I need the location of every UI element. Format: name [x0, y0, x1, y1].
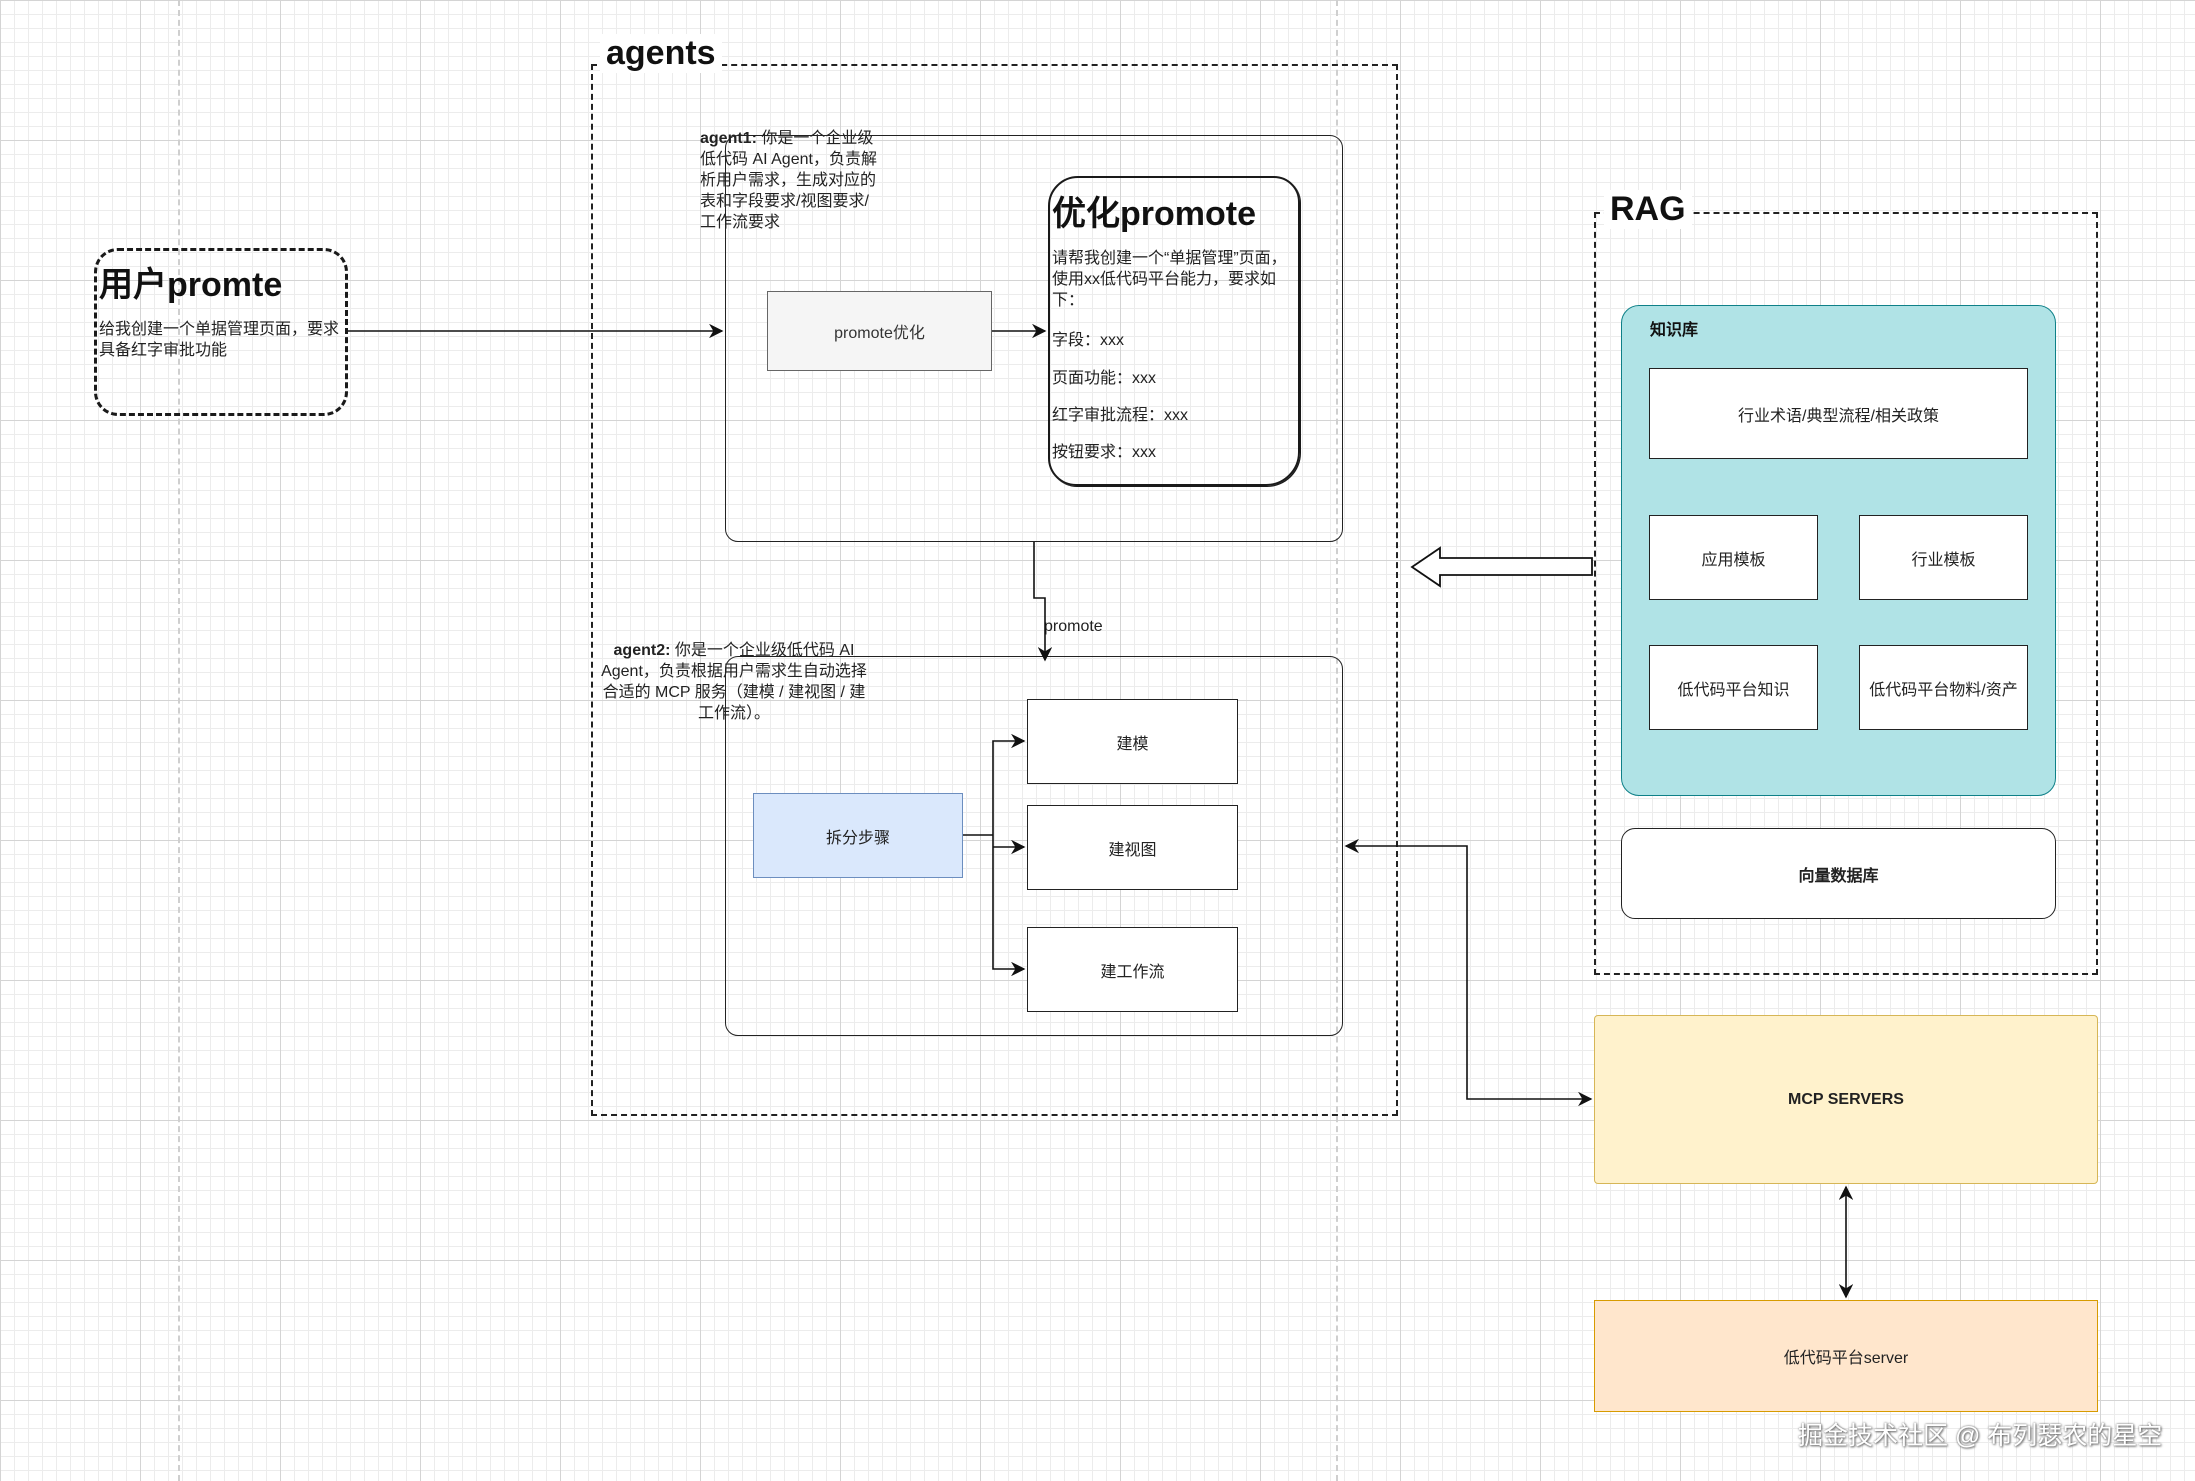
agent2-desc-text: 你是一个企业级低代码 AI Agent，负责根据用户需求生自动选择合适的 MCP… — [601, 642, 867, 722]
kb-app-template-box[interactable]: 应用模板 — [1649, 515, 1818, 600]
optimized-prompt-fields: 字段：xxx — [1052, 332, 1125, 349]
step-modeling-box[interactable]: 建模 — [1027, 699, 1238, 784]
agents-group-title: agents — [600, 34, 722, 73]
agent2-panel[interactable] — [725, 656, 1343, 1036]
rag-group — [1594, 212, 2098, 975]
agents-group — [591, 64, 1398, 1116]
agent1-desc-text: 你是一个企业级低代码 AI Agent，负责解析用户需求，生成对应的表和字段要求… — [700, 130, 877, 231]
agent1-label: agent1: — [700, 130, 757, 147]
optimized-prompt-intro: 请帮我创建一个“单据管理”页面，使用xx低代码平台能力，要求如下： — [1052, 250, 1287, 309]
mcp-servers-box[interactable]: MCP SERVERS — [1594, 1015, 2098, 1184]
user-prompt-card[interactable]: 用户promte 给我创建一个单据管理页面，要求具备红字审批功能 — [94, 248, 348, 416]
user-prompt-text: 给我创建一个单据管理页面，要求具备红字审批功能 — [99, 321, 340, 359]
user-prompt-title: 用户promte — [99, 266, 283, 304]
agent1-description: agent1: 你是一个企业级低代码 AI Agent，负责解析用户需求，生成对… — [700, 128, 880, 233]
agent2-description: agent2: 你是一个企业级低代码 AI Agent，负责根据用户需求生自动选… — [600, 640, 868, 724]
edge-split-to-workflow — [992, 835, 1026, 977]
kb-industry-terms-box[interactable]: 行业术语/典型流程/相关政策 — [1649, 368, 2028, 459]
promote-edge-label: promote — [1044, 618, 1103, 635]
step-build-view-box[interactable]: 建视图 — [1027, 805, 1238, 890]
optimized-prompt-title: 优化promote — [1052, 195, 1256, 233]
agent2-label: agent2: — [613, 642, 671, 659]
step-build-workflow-box[interactable]: 建工作流 — [1027, 927, 1238, 1012]
guide-line-mid — [1336, 0, 1338, 1481]
kb-industry-template-box[interactable]: 行业模板 — [1859, 515, 2028, 600]
promote-optimize-box[interactable]: promote优化 — [767, 291, 992, 371]
optimized-prompt-approval: 红字审批流程：xxx — [1052, 407, 1189, 424]
kb-lowcode-assets-box[interactable]: 低代码平台物料/资产 — [1859, 645, 2028, 730]
optimized-prompt-page-func: 页面功能：xxx — [1052, 370, 1157, 387]
lowcode-platform-server-box[interactable]: 低代码平台server — [1594, 1300, 2098, 1412]
vector-database-box[interactable]: 向量数据库 — [1621, 828, 2056, 919]
knowledge-base-title: 知识库 — [1650, 322, 1699, 339]
rag-group-title: RAG — [1604, 190, 1692, 229]
split-steps-box[interactable]: 拆分步骤 — [753, 793, 963, 878]
rag-to-agents-block-arrow — [1410, 546, 1593, 588]
edge-agent2-mcp — [1344, 838, 1593, 1107]
agent1-panel[interactable] — [725, 135, 1343, 542]
kb-lowcode-knowledge-box[interactable]: 低代码平台知识 — [1649, 645, 1818, 730]
optimized-prompt-buttons: 按钮要求：xxx — [1052, 444, 1157, 461]
guide-line-left — [178, 0, 180, 1481]
edge-agent1-to-agent2 — [1033, 542, 1053, 662]
edge-split-to-modeling — [992, 733, 1026, 835]
watermark-text: 掘金技术社区 @ 布列瑟农的星空 — [1798, 1422, 2163, 1450]
optimized-prompt-card[interactable]: 优化promote 请帮我创建一个“单据管理”页面，使用xx低代码平台能力，要求… — [1048, 176, 1300, 486]
